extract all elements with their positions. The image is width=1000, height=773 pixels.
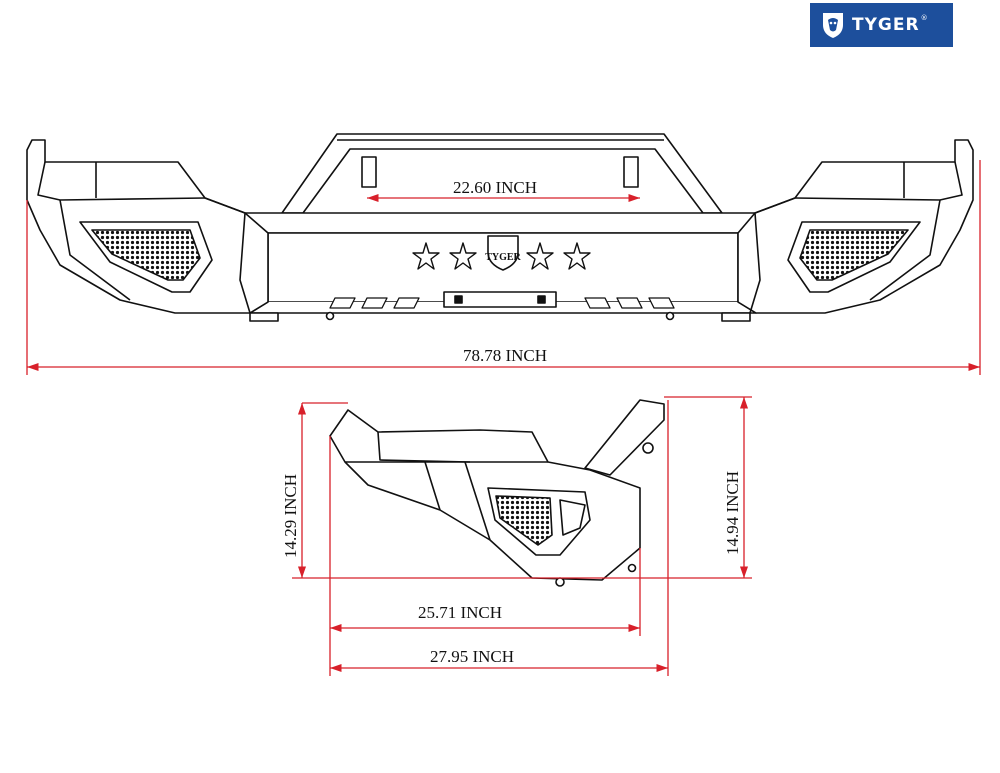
front-dimensions <box>26 160 981 375</box>
dim-side-depth-overall: 27.95 INCH <box>430 647 514 666</box>
logo-reg-mark: ® <box>920 14 928 22</box>
side-view <box>329 399 665 587</box>
bumper-emblem-text: TYGER <box>485 252 521 263</box>
skid-slots <box>329 297 675 309</box>
emblem-shield <box>487 235 519 271</box>
front-view <box>26 133 974 322</box>
dim-side-depth-lower: 25.71 INCH <box>418 603 502 622</box>
dim-side-front-height: 14.29 INCH <box>281 474 300 558</box>
center-hoop <box>281 133 723 214</box>
dim-front-overall: 78.78 INCH <box>463 346 547 365</box>
tiger-head-icon <box>823 13 843 38</box>
main-beam <box>241 212 763 234</box>
dim-front-inner: 22.60 INCH <box>453 178 537 197</box>
brand-logo: TYGER ® <box>810 3 953 47</box>
side-dimensions <box>292 396 752 676</box>
logo-text: TYGER <box>852 15 920 35</box>
side-hoop-arm <box>584 399 665 476</box>
dim-side-rear-height: 14.94 INCH <box>723 471 742 555</box>
star-row <box>412 242 591 270</box>
side-body <box>329 409 641 581</box>
winch-plate <box>443 291 557 308</box>
